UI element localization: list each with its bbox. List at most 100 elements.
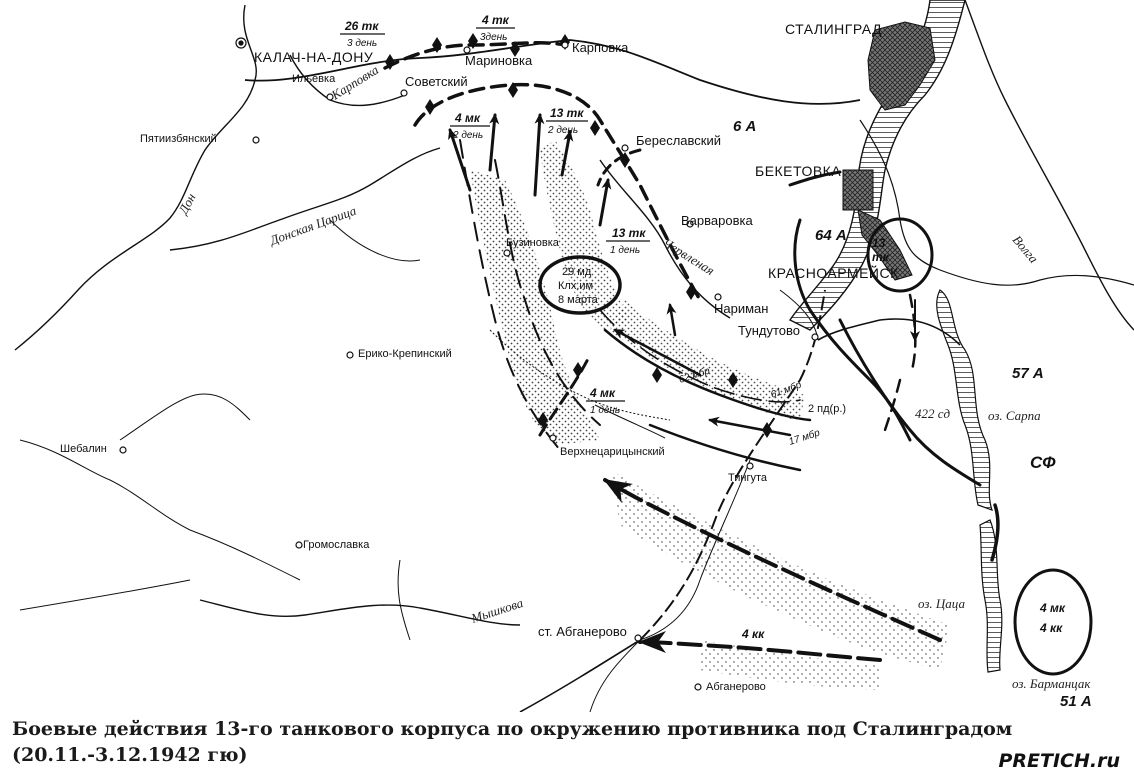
arrow-13tk-a bbox=[533, 113, 545, 197]
label-river-volga: Волга bbox=[1010, 232, 1042, 266]
arrow-sc-62 bbox=[613, 328, 702, 377]
road-tinguta bbox=[639, 459, 751, 641]
label-gromoslav: Громославка bbox=[303, 539, 370, 551]
front-west-ring bbox=[413, 82, 702, 302]
unit-4mk-ring-top: 4 мк bbox=[1039, 601, 1066, 615]
river-don bbox=[14, 4, 257, 351]
label-st-abganerovo: ст. Абганерово bbox=[538, 624, 627, 639]
label-tundutovo: Тундутово bbox=[738, 323, 800, 338]
army-labels: 6 А 64 А 57 А 51 А СФ bbox=[733, 118, 1092, 710]
front-tail-2 bbox=[883, 378, 902, 432]
arrow-4kk-south bbox=[638, 631, 882, 662]
label-marinovka: Мариновка bbox=[465, 53, 533, 68]
zone-13tk bbox=[540, 140, 630, 330]
label-beketovka: БЕКЕТОВКА bbox=[755, 163, 841, 179]
front-57a bbox=[990, 503, 1000, 562]
front-lines bbox=[383, 41, 1000, 562]
label-lake-sarpa: оз. Сарпа bbox=[988, 408, 1041, 423]
rail-west bbox=[19, 579, 191, 611]
caption-line-1: Боевые действия 13-го танкового корпуса … bbox=[12, 718, 1013, 740]
stream-2 bbox=[119, 393, 251, 441]
lake-sarpa bbox=[936, 289, 993, 511]
label-abganerovo: Абганерово bbox=[706, 681, 766, 693]
rail-south bbox=[519, 639, 641, 712]
unit-2pd: 2 пд(р.) bbox=[808, 403, 846, 415]
label-sovetsky: Советский bbox=[405, 74, 468, 89]
unit-26tk-bottom: 3 день bbox=[347, 38, 377, 49]
unit-4mk-day1-top: 4 мк bbox=[589, 386, 616, 400]
river-chervlenaya bbox=[599, 159, 731, 319]
label-army-64a: 64 А bbox=[815, 227, 847, 244]
front-encircle-w2 bbox=[494, 159, 601, 426]
unit-13tk-day1-bottom: 1 день bbox=[610, 245, 640, 256]
unit-26tk: 26 тк 3 день bbox=[340, 19, 385, 49]
unit-4mk-day2-top: 4 мк bbox=[454, 111, 481, 125]
map-caption: Боевые действия 13-го танкового корпуса … bbox=[12, 716, 1013, 768]
unit-13tk-city-top: 13 bbox=[872, 236, 886, 250]
caption-line-2: (20.11.-3.12.1942 гю) bbox=[12, 744, 248, 766]
unit-13tk-day2: 13 тк 2 день bbox=[546, 106, 588, 136]
front-encircle-w bbox=[459, 139, 561, 451]
lake-tsatsa bbox=[979, 519, 1003, 673]
label-river-tsaritsa: Донская Царица bbox=[266, 203, 359, 249]
unit-26tk-top: 26 тк bbox=[344, 19, 379, 33]
attack-zones bbox=[470, 140, 950, 690]
front-sc-1 bbox=[603, 328, 812, 422]
label-lake-tsatsa: оз. Цаца bbox=[918, 596, 965, 611]
rivers bbox=[14, 4, 819, 641]
unit-4tk-bottom: 3день bbox=[480, 32, 507, 43]
watermark: PRETICH.ru bbox=[998, 750, 1120, 772]
unit-13tk-city-bottom: тк bbox=[872, 250, 890, 264]
settlement-dots bbox=[119, 37, 819, 691]
arrow-sc-17 bbox=[708, 416, 792, 437]
unit-4mk-ring: 4 мк 4 кк bbox=[1039, 601, 1066, 635]
oval-29md bbox=[538, 255, 622, 315]
road-north bbox=[244, 39, 861, 105]
label-river-myshkova: Мышкова bbox=[468, 595, 525, 626]
label-army-6a: 6 А bbox=[733, 118, 756, 135]
unit-4mk-day2: 4 мк 2 день bbox=[450, 111, 490, 141]
label-buzinovka: Бузиновка bbox=[506, 237, 560, 249]
lake-labels: оз. Сарпа оз. Цаца оз. Барманцак bbox=[918, 408, 1091, 691]
label-stalingrad: СТАЛИНГРАД bbox=[785, 21, 882, 37]
label-ilevka: Ильевка bbox=[292, 73, 336, 85]
unit-4tk-top: 4 тк bbox=[481, 13, 510, 27]
unit-29md-l1: 29 мд bbox=[562, 266, 592, 278]
arrow-4mk-b bbox=[488, 113, 500, 172]
encircle-ovals bbox=[538, 217, 1093, 676]
label-varvarovka: Варваровка bbox=[681, 213, 753, 228]
place-labels: КАЛАЧ-НА-ДОНУ СТАЛИНГРАД БЕКЕТОВКА КРАСН… bbox=[60, 21, 899, 693]
map-area: КАЛАЧ-НА-ДОНУ СТАЛИНГРАД БЕКЕТОВКА КРАСН… bbox=[14, 0, 1134, 712]
stream-5 bbox=[594, 404, 666, 439]
label-army-51a: 51 А bbox=[1060, 693, 1092, 710]
arrow-13tk-c bbox=[598, 178, 612, 227]
oval-13tk bbox=[866, 217, 934, 293]
stream-3 bbox=[397, 559, 411, 641]
arrow-4kk-main bbox=[603, 478, 942, 642]
unit-13tk-day2-bottom: 2 день bbox=[547, 125, 578, 136]
zone-4kk-lower bbox=[700, 640, 880, 690]
unit-13tk-day2-top: 13 тк bbox=[550, 106, 584, 120]
stream-1 bbox=[19, 439, 301, 581]
zone-4kk bbox=[610, 470, 950, 670]
label-vernetsaritsynsky: Верхнецарицынский bbox=[560, 446, 665, 458]
zone-4mk bbox=[470, 170, 600, 445]
label-river-karpovka: Карповка bbox=[328, 62, 382, 103]
unit-4mk-ring-bottom: 4 кк bbox=[1039, 621, 1063, 635]
unit-17mbr: 17 мбр bbox=[787, 426, 822, 447]
label-tinguta: Тингута bbox=[728, 472, 768, 484]
front-inner bbox=[596, 148, 642, 187]
unit-13tk-city: 13 тк bbox=[872, 236, 890, 264]
arrow-4mk-a bbox=[448, 128, 472, 192]
unit-29md-l3: 8 марта bbox=[558, 294, 599, 306]
label-shebalin: Шебалин bbox=[60, 443, 107, 455]
label-front-sf: СФ bbox=[1030, 453, 1056, 472]
attack-arrows bbox=[448, 113, 942, 662]
front-mk4-day1 bbox=[538, 353, 592, 437]
stream-4 bbox=[329, 219, 421, 262]
label-river-chervlenaya: Червленая bbox=[660, 235, 717, 278]
road-abganerovo bbox=[589, 639, 641, 712]
oval-4mk bbox=[1013, 568, 1093, 676]
label-kalach: КАЛАЧ-НА-ДОНУ bbox=[254, 49, 373, 65]
road-tundutovo bbox=[817, 318, 961, 346]
